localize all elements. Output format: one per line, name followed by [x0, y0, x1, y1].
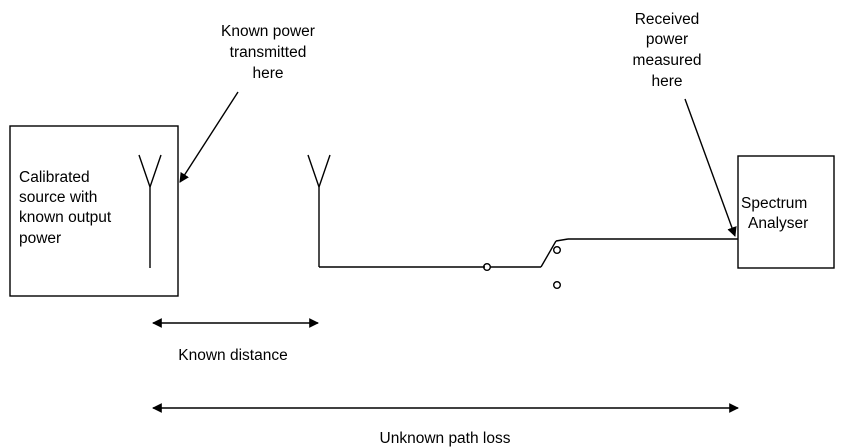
transmit-callout-line-3: here — [252, 65, 283, 82]
receive-antenna-icon — [307, 154, 331, 267]
transmit-callout-line-2: transmitted — [230, 44, 307, 61]
source-label-line-3: known output — [19, 209, 112, 226]
source-label-line-1: Calibrated — [19, 169, 90, 186]
switch-icon — [483, 238, 569, 290]
calibrated-source-box — [9, 125, 179, 297]
path-loss-label: Unknown path loss — [380, 430, 511, 447]
receive-callout-arrow — [684, 98, 737, 237]
receive-callout-line-2: power — [646, 31, 688, 48]
analyser-label-line-1: Spectrum — [741, 195, 807, 212]
receive-callout-line-3: measured — [633, 52, 702, 69]
transmit-callout-line-1: Known power — [221, 23, 315, 40]
spectrum-analyser-box — [737, 155, 835, 269]
transmit-antenna-icon — [138, 154, 162, 268]
receive-callout-line-1: Received — [635, 11, 700, 28]
source-label-line-4: power — [19, 230, 61, 247]
receive-callout-line-4: here — [651, 73, 682, 90]
known-distance-label: Known distance — [178, 347, 287, 364]
analyser-label-line-2: Analyser — [748, 215, 808, 232]
transmit-callout-arrow — [179, 91, 239, 183]
source-label-line-2: source with — [19, 189, 97, 206]
